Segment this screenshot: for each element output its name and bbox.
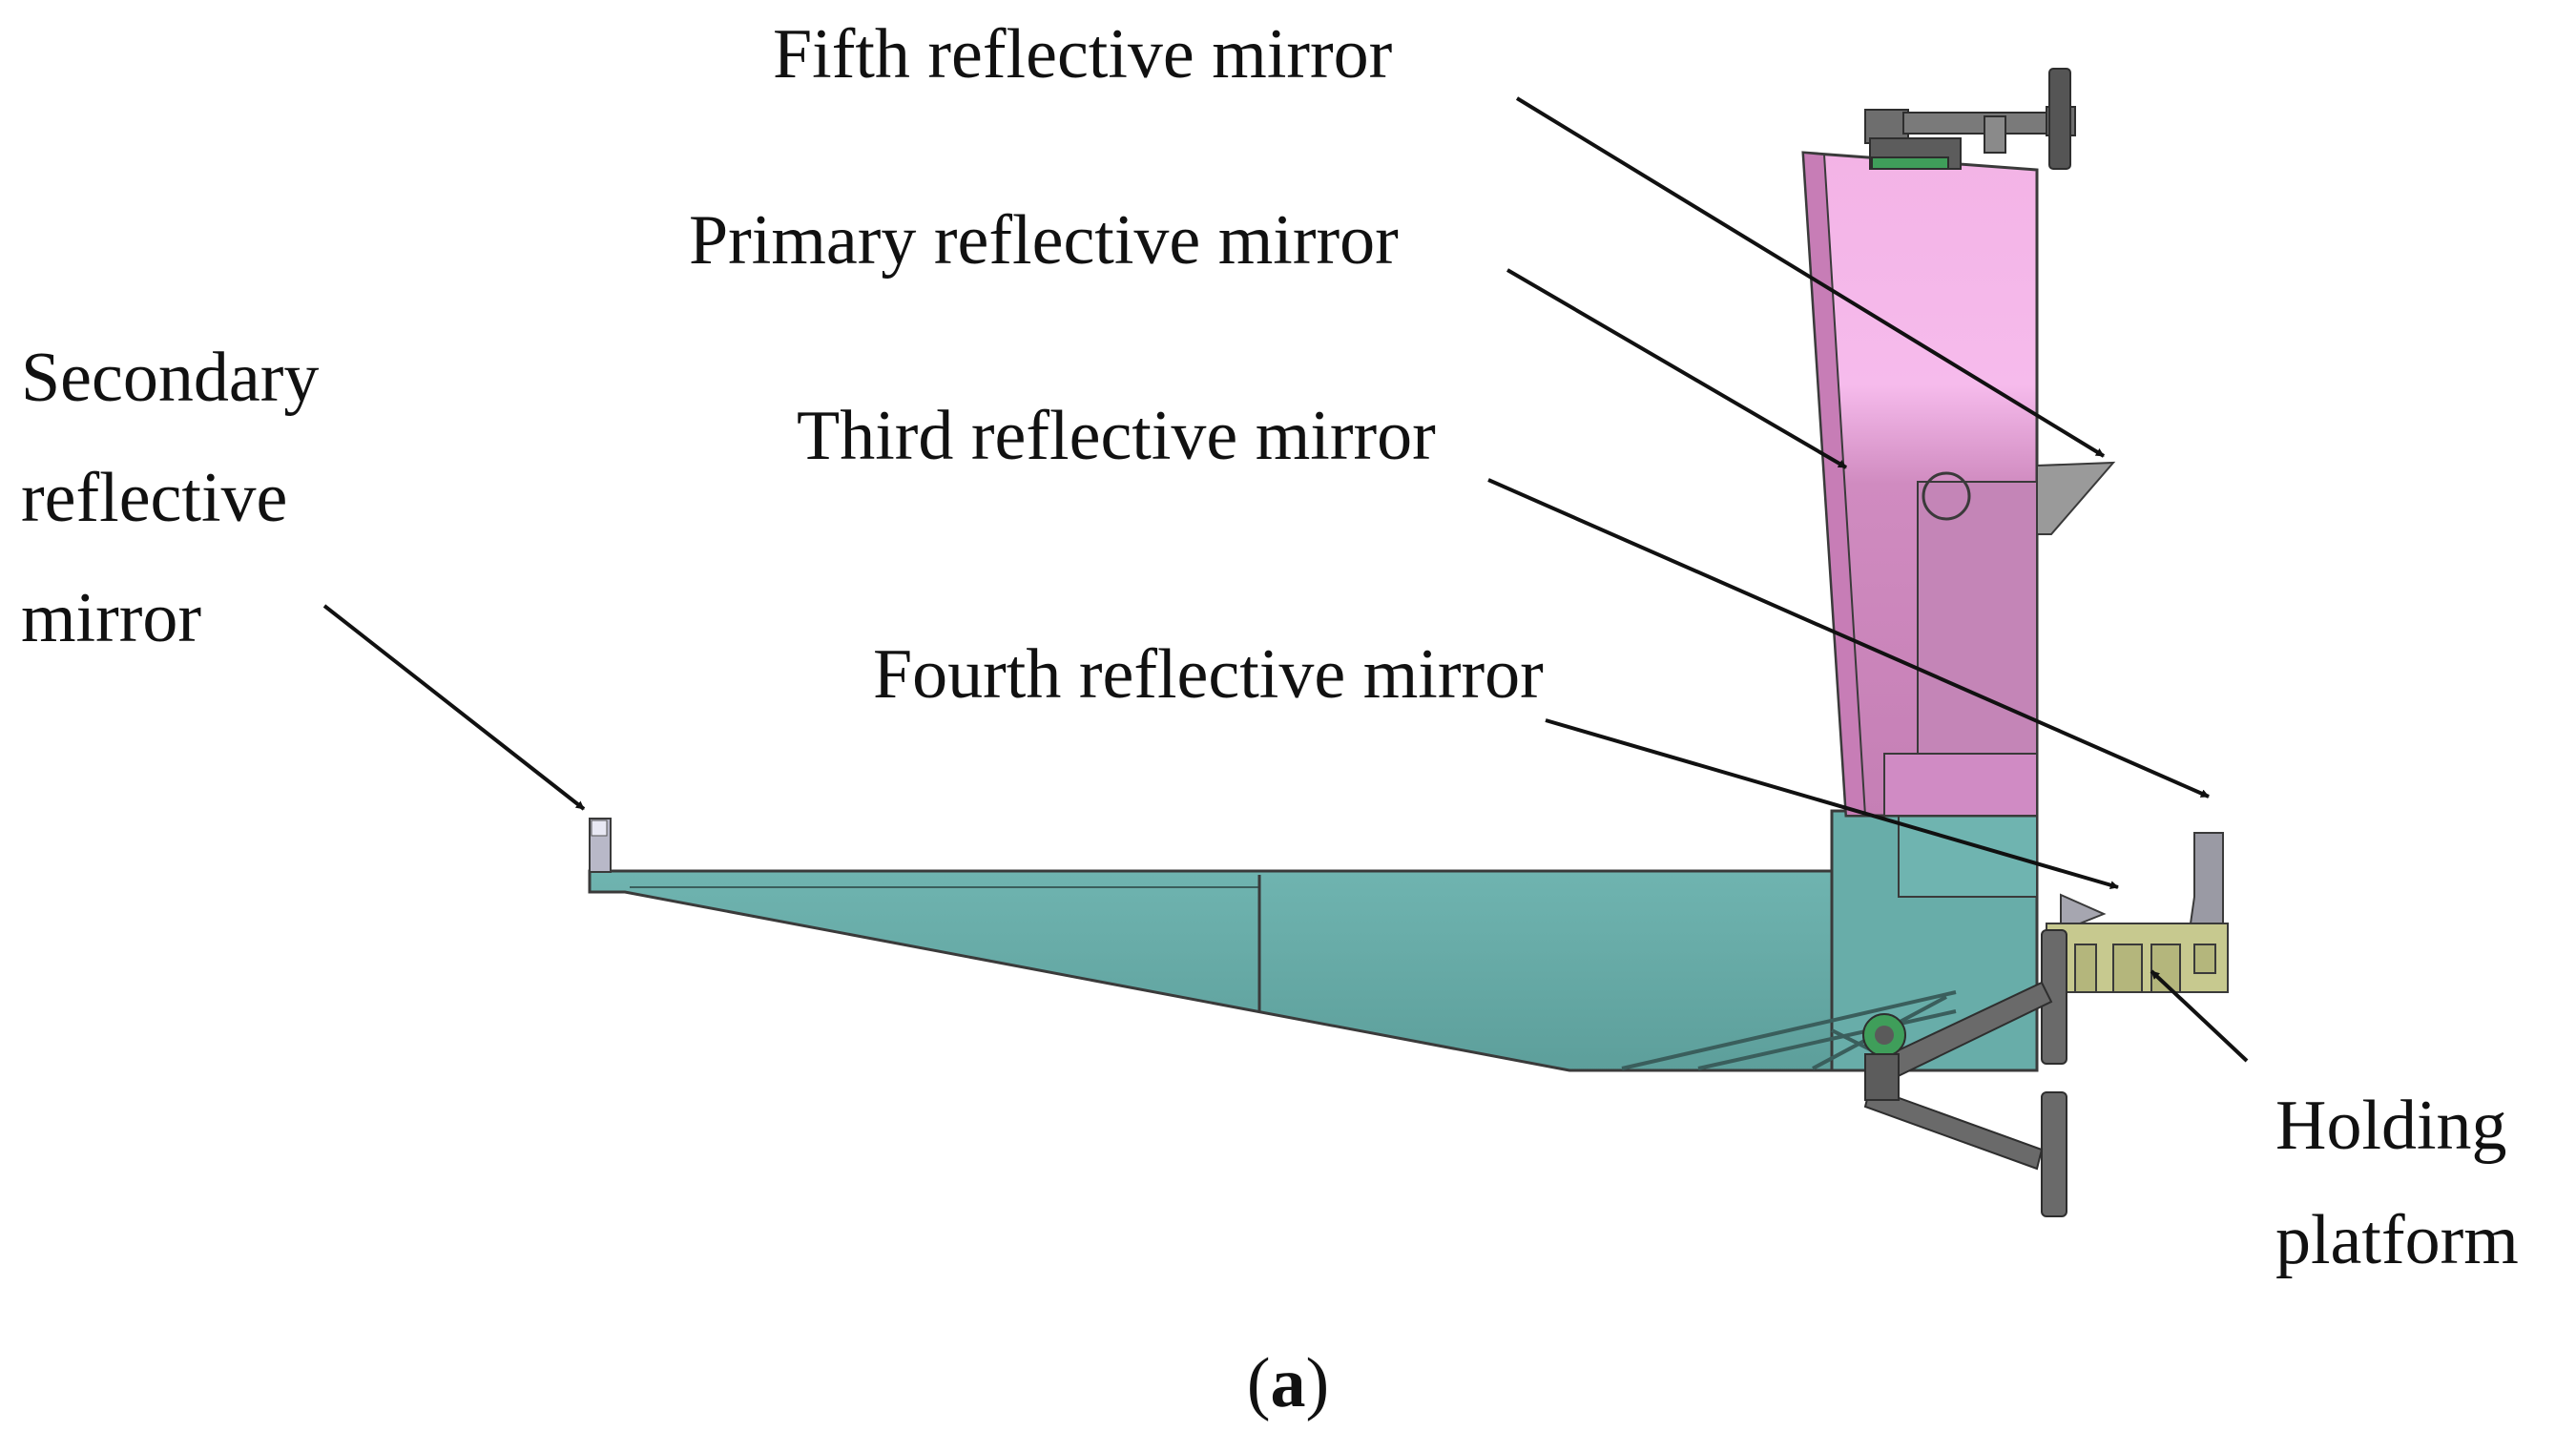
holding-platform-label: Holding platform xyxy=(2275,1068,2519,1297)
holding-label-line-2: platform xyxy=(2275,1201,2519,1279)
secondary-label-line-3: mirror xyxy=(21,579,202,657)
third-mirror-label: Third reflective mirror xyxy=(797,397,1436,475)
secondary-label-line-2: reflective xyxy=(21,459,288,537)
fourth-mirror-label: Fourth reflective mirror xyxy=(873,635,1544,714)
secondary-mirror-label: Secondary reflective mirror xyxy=(21,318,319,678)
fifth-mirror-label: Fifth reflective mirror xyxy=(773,15,1393,93)
holding-label-line-1: Holding xyxy=(2275,1087,2507,1165)
secondary-label-line-1: Secondary xyxy=(21,339,320,417)
leader-arrows xyxy=(322,96,2249,1063)
figure-caption: (a) xyxy=(0,1343,2576,1424)
primary-mirror-label: Primary reflective mirror xyxy=(689,201,1399,280)
caption-close: ) xyxy=(1305,1344,1330,1422)
caption-letter: a xyxy=(1270,1344,1306,1422)
arrow-secondary xyxy=(322,604,586,811)
fifth-mirror-part xyxy=(2036,461,2116,535)
top-bracket xyxy=(1864,68,2076,170)
tapered-arm xyxy=(588,869,1834,1072)
arrow-primary xyxy=(1506,268,1848,469)
holding-platform-part xyxy=(2046,923,2229,993)
lower-mounts xyxy=(1862,929,2067,1217)
caption-open: ( xyxy=(1246,1344,1271,1422)
fourth-mirror-part xyxy=(2060,893,2107,924)
arrow-fifth xyxy=(1515,96,2106,458)
third-mirror-part xyxy=(2188,832,2224,931)
primary-mirror-part xyxy=(1801,151,2039,818)
base-structure xyxy=(588,809,2039,1072)
secondary-mirror-part xyxy=(589,818,612,873)
arrow-third xyxy=(1487,478,2210,799)
arrow-fourth xyxy=(1545,718,2119,890)
arrow-holding xyxy=(2150,969,2249,1063)
